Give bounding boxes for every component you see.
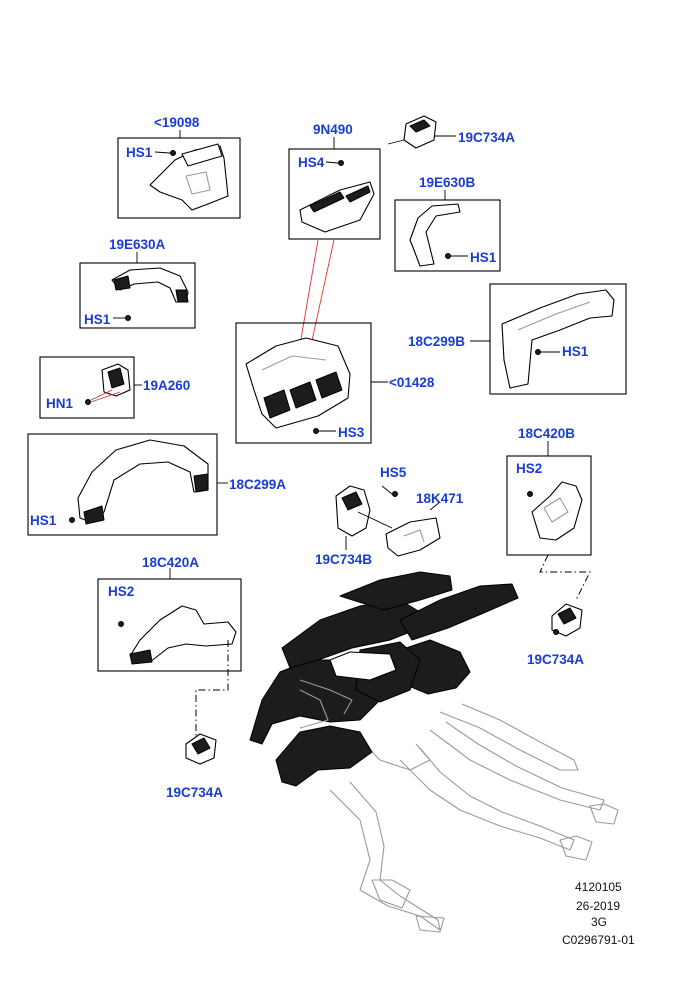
part-19c734a-right	[551, 603, 583, 637]
label-19c734a-bottom[interactable]: 19C734A	[166, 785, 223, 800]
label-18k471[interactable]: 18K471	[416, 491, 464, 506]
label-hs1-18c299b[interactable]: HS1	[562, 344, 589, 359]
label-hs5[interactable]: HS5	[380, 465, 407, 480]
label-19c734b[interactable]: 19C734B	[315, 552, 372, 567]
label-hs1-18c299a[interactable]: HS1	[30, 513, 57, 528]
dashed-link-right	[539, 554, 591, 601]
label-18c299b[interactable]: 18C299B	[408, 334, 465, 349]
label-hs1-19098[interactable]: HS1	[126, 145, 153, 160]
callout-9n490	[288, 137, 381, 240]
label-01428[interactable]: <01428	[389, 375, 435, 390]
label-hs2-18c420a[interactable]: HS2	[108, 584, 134, 599]
label-hs1-19e630b[interactable]: HS1	[470, 250, 497, 265]
callout-18c299a	[27, 433, 228, 536]
label-19c734a-right[interactable]: 19C734A	[527, 652, 584, 667]
label-hn1[interactable]: HN1	[46, 396, 73, 411]
label-19c734a-top[interactable]: 19C734A	[458, 130, 515, 145]
ref-date: 26-2019	[576, 899, 620, 913]
callout-19c734b-cluster	[335, 485, 441, 557]
part-19c734a-top	[387, 115, 456, 149]
ref-variant: 3G	[591, 915, 607, 929]
label-19a260[interactable]: 19A260	[143, 378, 190, 393]
part-19c734a-bottom	[185, 733, 217, 765]
callout-01428	[235, 322, 388, 444]
label-18c420b[interactable]: 18C420B	[518, 426, 575, 441]
callout-18c299b	[470, 283, 627, 395]
label-hs3[interactable]: HS3	[338, 425, 365, 440]
label-19e630a[interactable]: 19E630A	[109, 237, 166, 252]
callout-19e630a	[79, 252, 196, 329]
label-18c299a[interactable]: 18C299A	[229, 477, 286, 492]
label-hs4[interactable]: HS4	[298, 155, 325, 170]
label-18c420a[interactable]: 18C420A	[142, 555, 199, 570]
dashed-link-left	[195, 640, 229, 736]
callout-19e630b	[394, 190, 501, 272]
ref-number: 4120105	[575, 880, 622, 894]
callout-18c420a	[97, 568, 242, 672]
label-9n490[interactable]: 9N490	[313, 122, 353, 137]
callout-18c420b	[506, 441, 592, 556]
label-19e630b[interactable]: 19E630B	[419, 175, 476, 190]
main-duct-assembly	[249, 571, 619, 933]
callout-19098	[117, 130, 241, 219]
label-19098[interactable]: <19098	[154, 115, 200, 130]
label-hs1-19e630a[interactable]: HS1	[84, 312, 111, 327]
callout-19a260	[39, 356, 142, 419]
ref-drawing-id: C0296791-01	[562, 933, 635, 947]
label-hs2-18c420b[interactable]: HS2	[516, 461, 542, 476]
